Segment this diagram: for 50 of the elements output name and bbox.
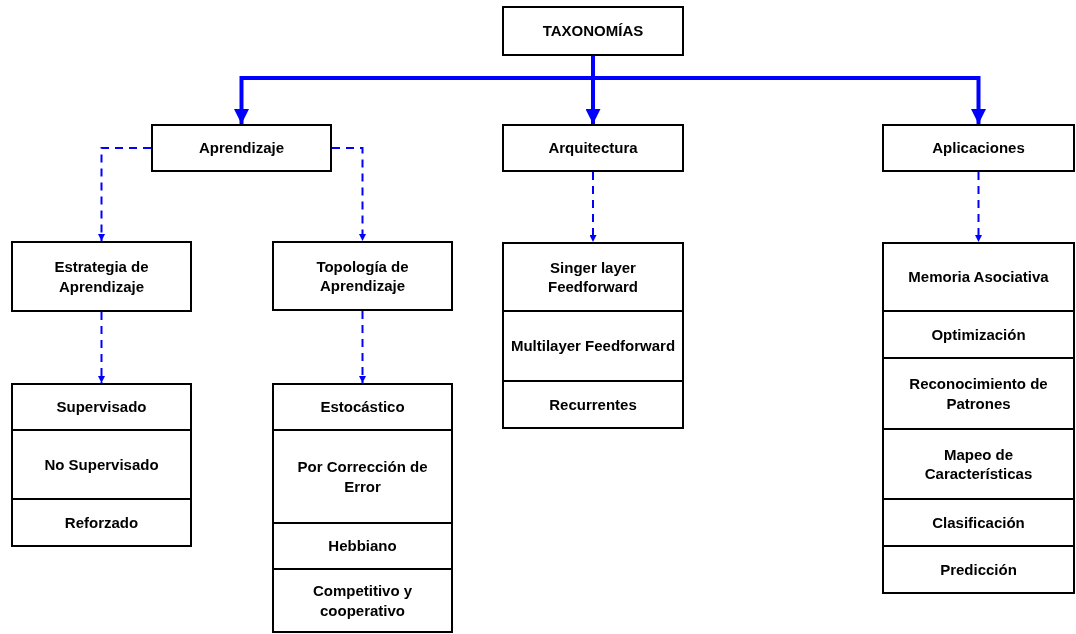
box-label: Clasificación bbox=[932, 512, 1025, 533]
box-label: Por Corrección de Error bbox=[296, 457, 429, 496]
box-label: Estocástico bbox=[320, 397, 405, 417]
box-label: Singer layer Feedforward bbox=[547, 257, 639, 297]
arrow bbox=[98, 147, 152, 242]
arrow bbox=[331, 147, 366, 242]
category-box bbox=[11, 498, 192, 547]
category-box bbox=[882, 545, 1075, 594]
category-box bbox=[882, 124, 1075, 172]
box-label: Estrategia de Aprendizaje bbox=[53, 257, 150, 296]
box-label: Predicción bbox=[940, 559, 1017, 580]
category-box bbox=[882, 498, 1075, 547]
arrow bbox=[975, 171, 982, 243]
category-box bbox=[151, 124, 332, 172]
box-label: Aplicaciones bbox=[932, 138, 1025, 158]
arrow bbox=[359, 310, 366, 384]
category-box bbox=[272, 383, 453, 431]
box-label: Optimización bbox=[931, 324, 1026, 345]
category-box bbox=[502, 242, 684, 312]
category-box bbox=[11, 241, 192, 312]
category-box bbox=[502, 310, 684, 382]
category-box bbox=[882, 242, 1075, 312]
category-box bbox=[272, 522, 453, 570]
box-label: Multilayer Feedforward bbox=[510, 336, 676, 356]
category-box bbox=[882, 428, 1075, 500]
category-box bbox=[502, 380, 684, 429]
category-box bbox=[502, 124, 684, 172]
box-label: Recurrentes bbox=[549, 394, 637, 415]
box-label: Supervisado bbox=[56, 397, 147, 417]
box-label: Arquitectura bbox=[548, 138, 638, 158]
box-label: Reconocimiento de Patrones bbox=[908, 374, 1049, 413]
category-box bbox=[11, 383, 192, 431]
category-box bbox=[502, 6, 684, 56]
category-box bbox=[11, 429, 192, 500]
box-label: Aprendizaje bbox=[199, 138, 284, 158]
category-box bbox=[882, 310, 1075, 359]
category-box bbox=[272, 429, 453, 524]
box-label: Competitivo y cooperativo bbox=[311, 581, 414, 620]
box-label: Memoria Asociativa bbox=[908, 267, 1049, 287]
box-label: Reforzado bbox=[64, 512, 139, 533]
category-box bbox=[882, 357, 1075, 430]
box-label: No Supervisado bbox=[44, 454, 159, 475]
arrow bbox=[98, 311, 105, 384]
category-box bbox=[272, 241, 453, 311]
arrow bbox=[589, 171, 597, 243]
box-label: Topología de Aprendizaje bbox=[315, 256, 410, 296]
box-label: Hebbiano bbox=[328, 536, 397, 556]
box-label: Mapeo de Características bbox=[923, 444, 1034, 484]
box-label: TAXONOMÍAS bbox=[542, 21, 644, 41]
category-box bbox=[272, 568, 453, 633]
